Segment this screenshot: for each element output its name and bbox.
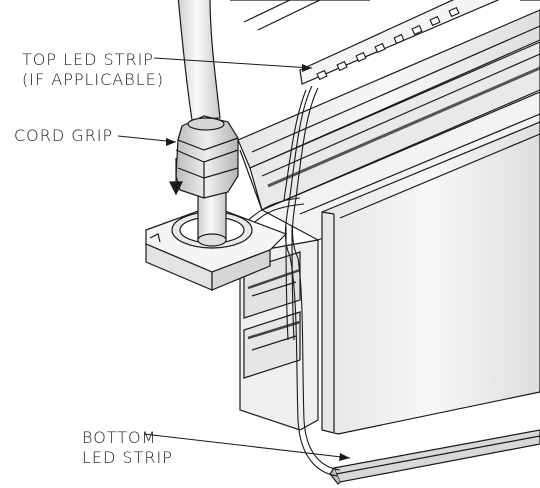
callout-cord-grip-line1: CORD GRIP — [14, 126, 114, 145]
upper-rail — [230, 0, 540, 31]
top-led-strip — [299, 0, 500, 85]
bottom-led-strip — [329, 429, 540, 485]
channel-profile — [237, 9, 540, 435]
wires — [243, 85, 341, 477]
leader-arrowheads — [166, 64, 350, 461]
callout-bottom-led-strip-line2: LED STRIP — [82, 448, 173, 467]
callout-bottom-led-strip: BOTTOM LED STRIP — [82, 428, 173, 468]
callout-cord-grip: CORD GRIP — [14, 126, 113, 146]
callout-top-led-strip-line1: TOP LED STRIP — [22, 50, 154, 69]
insertion-arrow — [169, 158, 183, 196]
callout-top-led-strip-line2: (IF APPLICABLE) — [22, 70, 164, 89]
callout-top-led-strip: TOP LED STRIP (IF APPLICABLE) — [22, 50, 164, 90]
leader-top-led-strip — [153, 57, 313, 69]
cord-grip — [175, 115, 239, 199]
leader-bottom-led-strip — [143, 433, 351, 459]
callout-bottom-led-strip-line1: BOTTOM — [82, 428, 157, 447]
led-chips — [316, 6, 460, 81]
